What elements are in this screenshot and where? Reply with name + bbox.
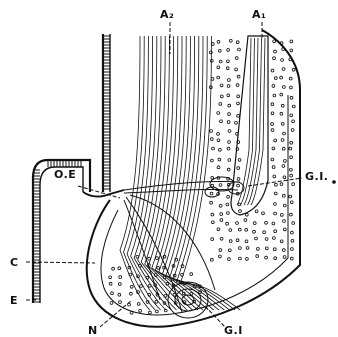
nerve-fibres <box>124 182 240 312</box>
label-oe: O.E <box>54 168 76 181</box>
label-gl1: G.I. <box>305 170 328 183</box>
label-n: N <box>88 324 98 337</box>
label-c: C <box>10 256 19 269</box>
epithelium-left-band <box>33 160 90 303</box>
epithelium-upper-band <box>103 34 110 192</box>
label-gl: G.I <box>224 324 243 337</box>
label-a1: A₁ <box>252 8 266 21</box>
stippled-tissue <box>109 39 295 314</box>
label-a2: A₂ <box>160 8 174 21</box>
fibre-bundles <box>120 36 265 310</box>
label-gl1-dot <box>332 180 336 184</box>
label-e: E <box>10 294 18 307</box>
